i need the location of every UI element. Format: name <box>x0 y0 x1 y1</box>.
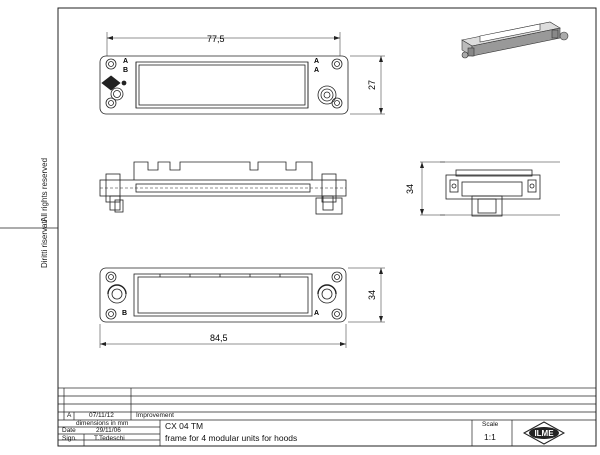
marking-a-right-top: A <box>314 58 319 65</box>
marking-a-right: A <box>314 67 319 74</box>
logo-text: ILME <box>534 429 554 438</box>
marking-a-bottom: A <box>314 310 319 317</box>
side-height-dimension: 34 <box>405 184 415 194</box>
sign-value: T.Tedeschi <box>94 435 125 442</box>
isometric-view <box>461 21 569 59</box>
rights-note-english: All rights reserved <box>40 157 49 222</box>
ilme-logo: ILME <box>522 421 566 445</box>
product-description: frame for 4 modular units for hoods <box>165 433 298 443</box>
top-height-dimension: 27 <box>367 80 377 90</box>
scale-label: Scale <box>482 421 499 428</box>
revision-letter: A <box>67 412 72 419</box>
bottom-view <box>99 267 385 348</box>
units-label: dimensions in mm <box>76 420 129 427</box>
marking-a-left: A <box>123 58 128 65</box>
marking-b-bottom: B <box>122 310 127 317</box>
bottom-width-dimension: 84,5 <box>210 333 228 343</box>
title-block <box>57 387 597 447</box>
top-view <box>99 32 385 115</box>
product-code: CX 04 TM <box>165 421 204 431</box>
bottom-height-dimension: 34 <box>367 290 377 300</box>
front-view <box>99 161 347 215</box>
revision-date: 07/11/12 <box>89 412 114 419</box>
top-width-dimension: 77,5 <box>207 34 225 44</box>
sign-label: Sign. <box>62 435 77 442</box>
scale-value: 1:1 <box>484 432 496 442</box>
date-value: 29/11/06 <box>96 427 121 434</box>
date-label: Date <box>62 427 76 434</box>
side-view <box>420 161 560 217</box>
revision-description: Improvement <box>136 412 174 419</box>
marking-b-left: B <box>123 67 128 74</box>
rights-note-italian: Diritti riservati <box>40 219 49 268</box>
